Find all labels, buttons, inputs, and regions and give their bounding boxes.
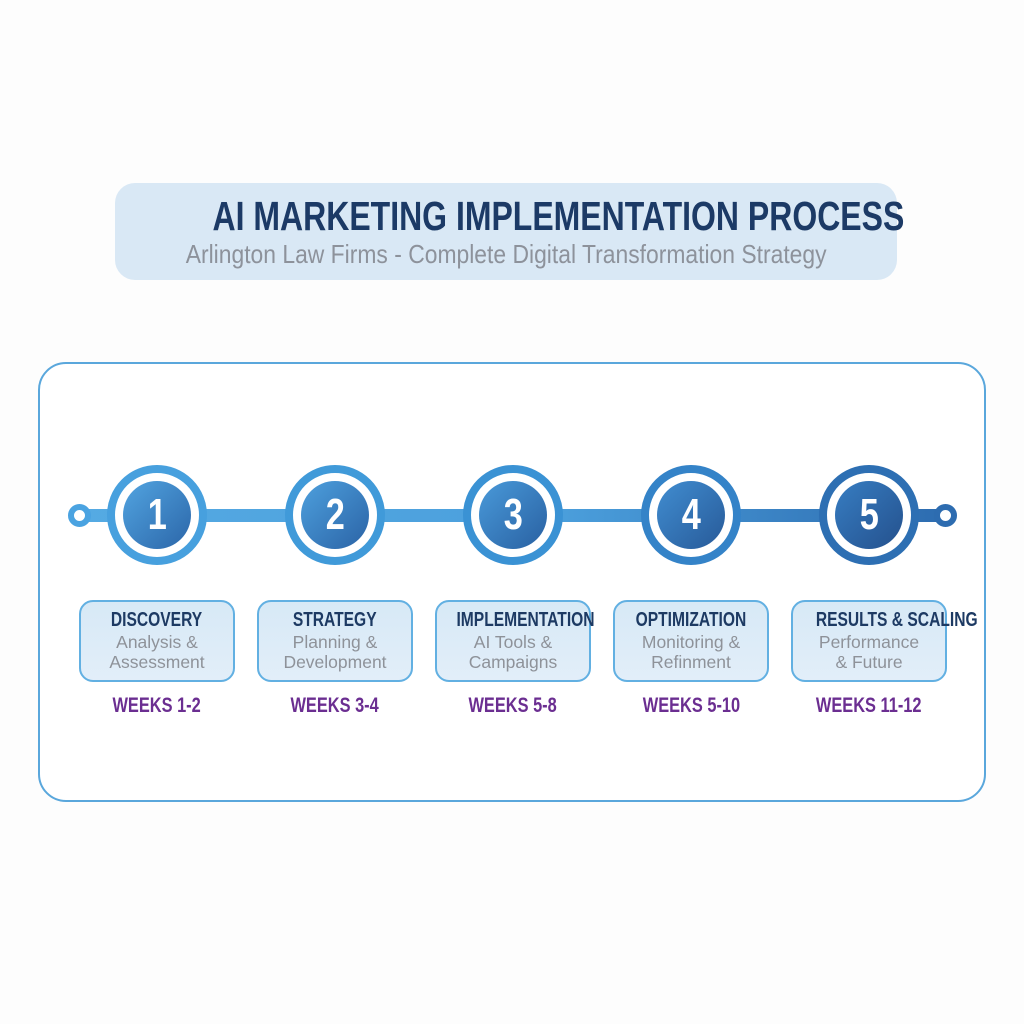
page-subtitle-text: Arlington Law Firms - Complete Digital T…	[185, 239, 827, 270]
stage-card-desc-line1: Analysis &	[116, 632, 198, 653]
stage-circle-4: 4	[641, 465, 741, 565]
stage-card-desc-line1: AI Tools &	[473, 632, 553, 653]
stage-circle-3-fill: 3	[479, 481, 547, 549]
stage-card-desc-line2: Refinment	[651, 652, 731, 672]
page-title-text: AI MARKETING IMPLEMENTATION PROCESS	[212, 193, 905, 240]
stage-card-desc-line2: & Future	[835, 652, 903, 672]
stage-circle-5-fill: 5	[835, 481, 903, 549]
stage-card-title-text: STRATEGY	[293, 609, 377, 632]
stage-card-desc-line1: Monitoring &	[641, 632, 741, 653]
stage-card-title: IMPLEMENTATION	[437, 609, 594, 631]
page-subtitle: Arlington Law Firms - Complete Digital T…	[115, 240, 897, 269]
stage-card-implementation: IMPLEMENTATION AI Tools & Campaigns	[435, 600, 595, 682]
stage-weeks-label-2: WEEKS 3-4	[257, 694, 413, 718]
stage-circle-5: 5	[819, 465, 919, 565]
stage-weeks-label-1: WEEKS 1-2	[79, 694, 235, 718]
stage-card-title-text: IMPLEMENTATION	[456, 609, 595, 632]
stage-circle-4-fill: 4	[657, 481, 725, 549]
stage-weeks-label-5: WEEKS 11-12	[791, 694, 947, 718]
stage-card-desc-line2: Development	[283, 652, 387, 672]
stage-card-title: OPTIMIZATION	[615, 609, 767, 631]
stage-card-desc-line1: Performance	[818, 632, 920, 653]
stage-card-discovery: DISCOVERY Analysis & Assessment	[79, 600, 235, 682]
stage-card-desc-line1: Planning &	[292, 632, 378, 653]
header-banner: AI MARKETING IMPLEMENTATION PROCESS Arli…	[115, 183, 905, 280]
stage-card-strategy: STRATEGY Planning & Development	[257, 600, 413, 682]
stage-card-title-text: RESULTS & SCALING	[815, 609, 978, 632]
stage-circle-3: 3	[463, 465, 563, 565]
process-panel: 1 2 3 4 5 DISCOVERY Analysis &	[38, 362, 986, 802]
stage-card-title: RESULTS & SCALING	[793, 609, 978, 631]
stage-number-5: 5	[859, 490, 879, 539]
stage-card-results-scaling: RESULTS & SCALING Performance & Future	[791, 600, 978, 682]
stage-card-desc-line2: Assessment	[109, 652, 205, 672]
stage-weeks-text-1: WEEKS 1-2	[112, 694, 202, 717]
stage-weeks-text-4: WEEKS 5-10	[642, 694, 740, 717]
stage-circle-2-fill: 2	[301, 481, 369, 549]
stage-number-2: 2	[325, 490, 345, 539]
stage-weeks-text-3: WEEKS 5-8	[468, 694, 558, 717]
stage-card-optimization: OPTIMIZATION Monitoring & Refinment	[613, 600, 769, 682]
stage-circle-1-fill: 1	[123, 481, 191, 549]
stage-card-title-text: OPTIMIZATION	[635, 609, 747, 632]
timeline-start-dot	[68, 504, 91, 527]
timeline-end-dot	[934, 504, 957, 527]
stage-number-1: 1	[147, 490, 167, 539]
stage-weeks-label-3: WEEKS 5-8	[435, 694, 591, 718]
stage-card-title: DISCOVERY	[81, 609, 233, 631]
stage-circle-1: 1	[107, 465, 207, 565]
stage-weeks-label-4: WEEKS 5-10	[613, 694, 769, 718]
stage-circle-2: 2	[285, 465, 385, 565]
stage-card-title: STRATEGY	[259, 609, 411, 631]
stage-number-4: 4	[681, 490, 701, 539]
stage-card-desc-line2: Campaigns	[468, 652, 558, 672]
stage-weeks-text-5: WEEKS 11-12	[816, 694, 922, 717]
page-title: AI MARKETING IMPLEMENTATION PROCESS	[115, 196, 905, 237]
stage-number-3: 3	[503, 490, 523, 539]
stage-weeks-text-2: WEEKS 3-4	[290, 694, 380, 717]
stage-card-title-text: DISCOVERY	[111, 609, 203, 632]
